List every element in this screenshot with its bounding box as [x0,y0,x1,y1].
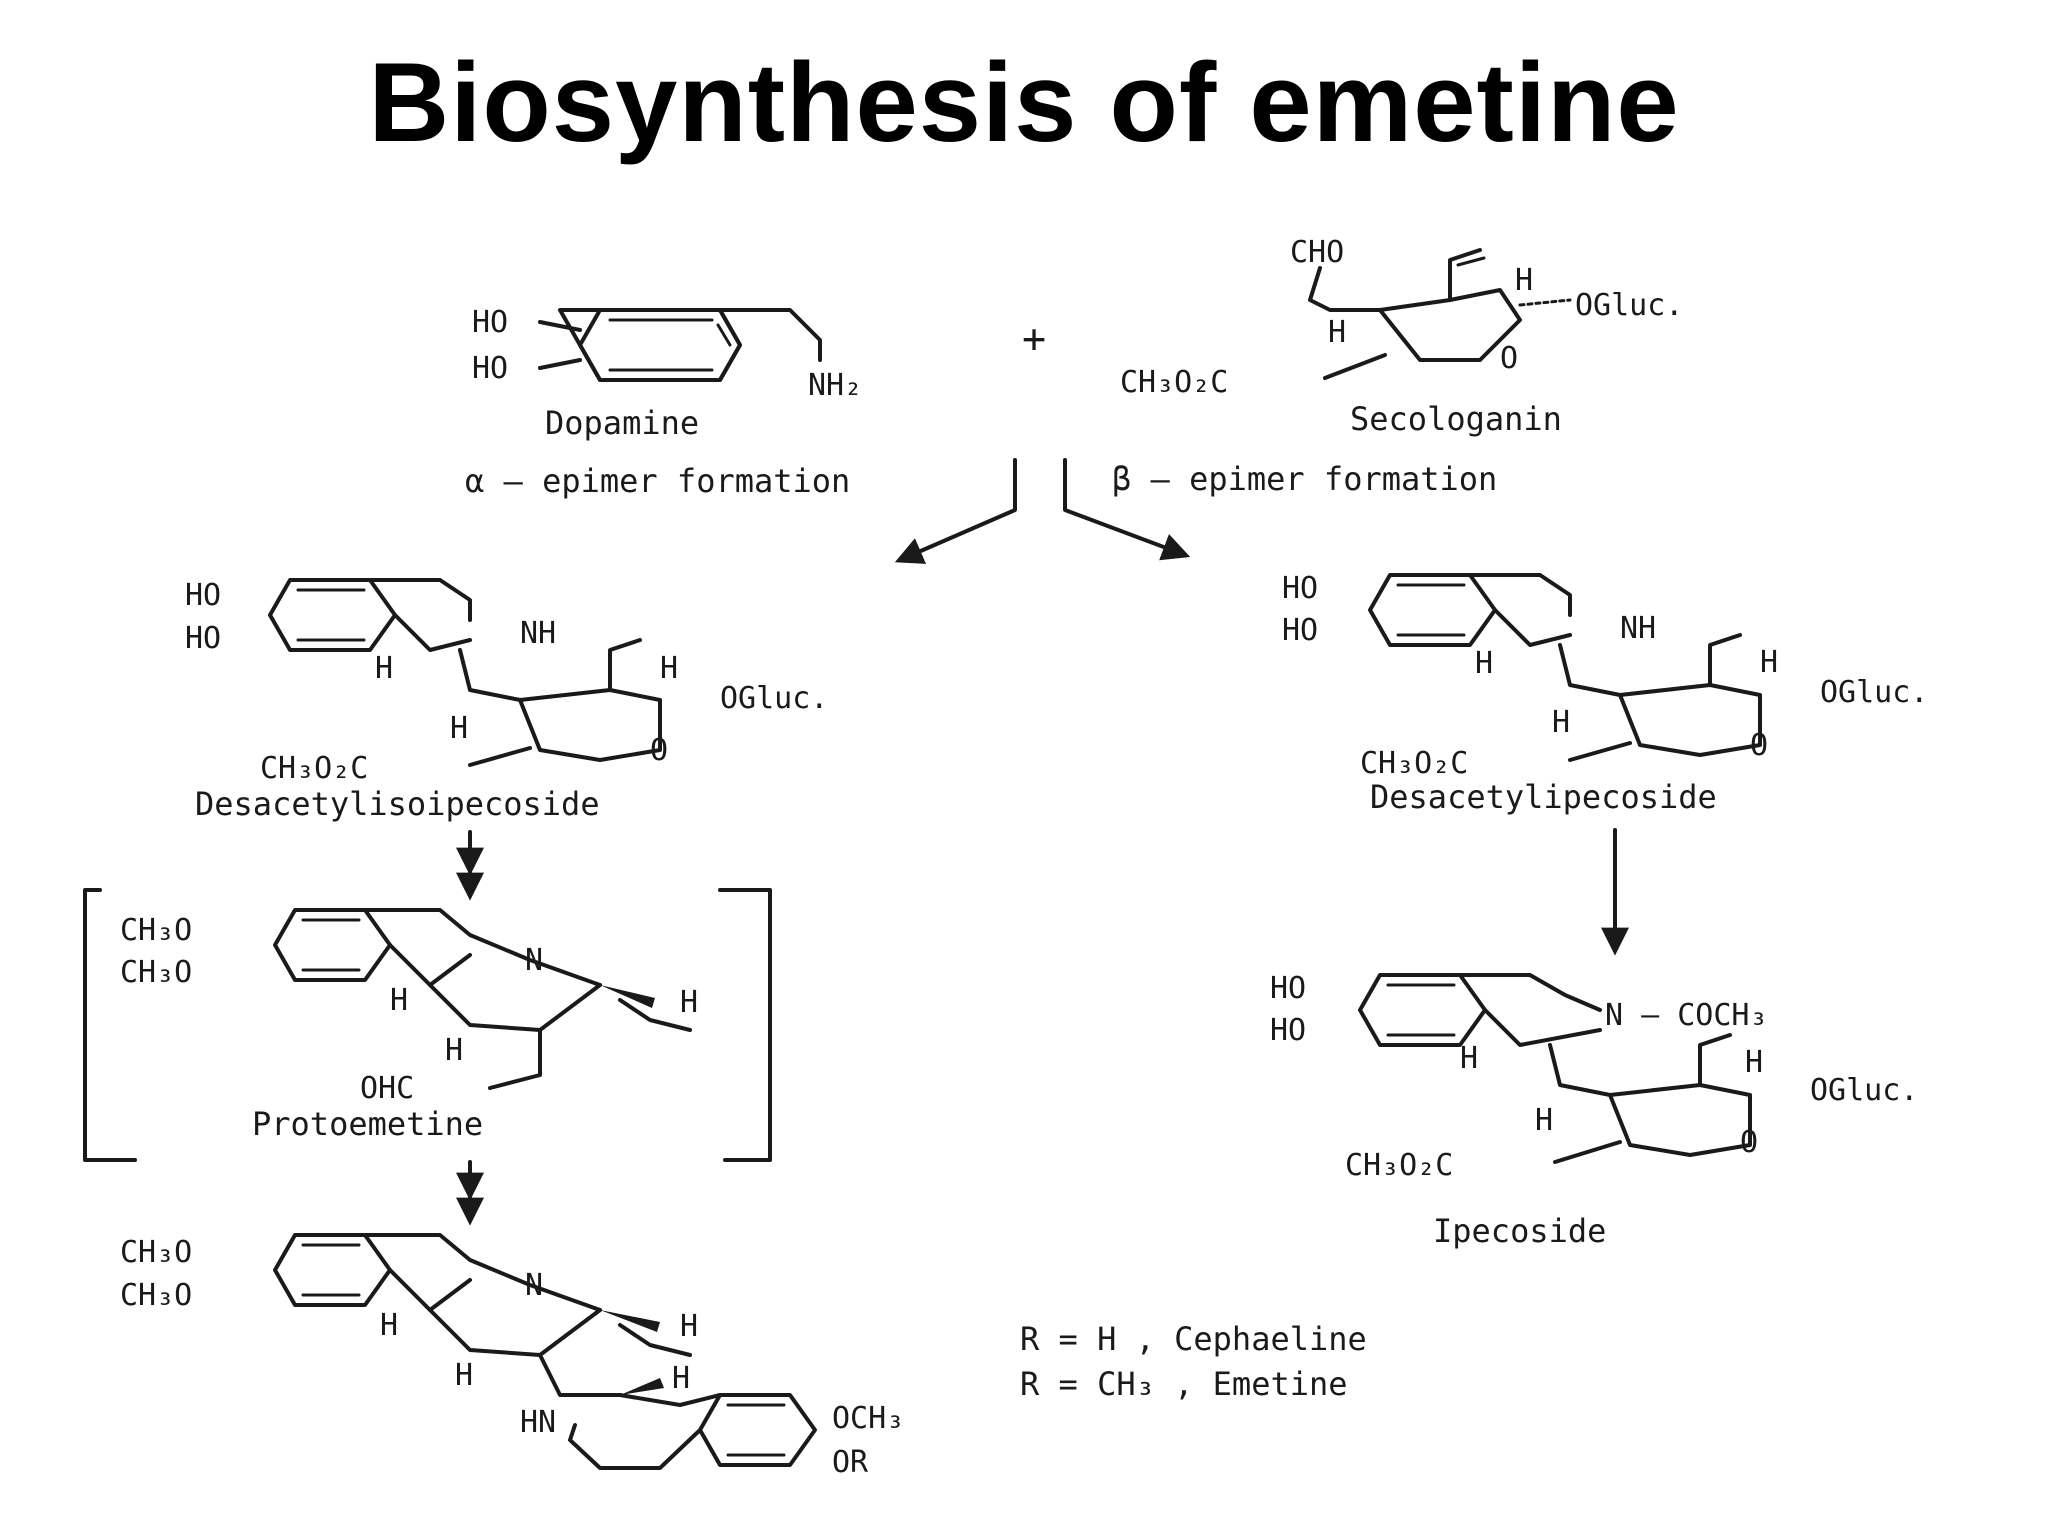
och3-label: OCH₃ [832,1401,904,1436]
h-label: H [390,983,408,1018]
h-label: H [1745,1045,1763,1080]
protoemetine-label: Protoemetine [252,1105,483,1143]
ho-label: HO [472,305,508,340]
ho-label: HO [1270,971,1306,1006]
h-label: H [1552,705,1570,740]
h-label: H [450,711,468,746]
ho-label: HO [185,578,221,613]
emetine-structure: H CH₃O CH₃O N H H H HN OCH₃ OR [120,1233,904,1480]
ho-label: HO [1270,1013,1306,1048]
desacetylisoipecoside-structure: HO HO NH H H OGluc. H O CH₃O₂C Desacetyl… [185,578,828,823]
ester-label: CH₃O₂C [1345,1148,1453,1183]
ogluc-label: OGluc. [720,681,828,716]
ho-label: HO [472,351,508,386]
secologanin-structure: CHO H OGluc. H O CH₃O₂C Secologanin [1120,235,1683,438]
cephaeline-legend: R = H , Cephaeline [1020,1320,1367,1358]
dopamine-label: Dopamine [545,404,699,442]
ester-label: CH₃O₂C [260,751,368,786]
nh2-label: NH₂ [808,368,862,403]
ester-label: CH₃O₂C [1120,365,1228,400]
cho-label: CHO [1290,235,1344,270]
h-label: H [1515,263,1533,298]
page-title: Biosynthesis of emetine [368,40,1680,165]
beta-arrow [1063,458,1191,561]
ohc-label: OHC [360,1071,414,1106]
alpha-arrow [894,458,1017,564]
ho-label: HO [1282,571,1318,606]
o-label: O [1500,341,1518,376]
dopamine-structure: HO HO NH₂ Dopamine [472,305,862,442]
desacetylipecoside-structure: HO HO NH H H OGluc. H O CH₃O₂C Desacetyl… [1282,571,1928,816]
left-bracket [83,888,137,1162]
o-label: O [1750,728,1768,763]
h-label: H [375,651,393,686]
acetyl-label: N – COCH₃ [1605,998,1768,1033]
n-label: N [525,943,543,978]
plus-sign: + [1022,316,1046,362]
ipecoside-structure: HO HO N – COCH₃ H H OGluc. H O CH₃O₂C Ip… [1270,971,1918,1250]
h-label: H [1460,1041,1478,1076]
desacetylisoipecoside-label: Desacetylisoipecoside [195,785,600,823]
hn-label: HN [520,1405,556,1440]
secologanin-label: Secologanin [1350,400,1562,438]
ho-label: HO [185,621,221,656]
desacetylipecoside-label: Desacetylipecoside [1370,778,1717,816]
or-label: OR [832,1445,869,1480]
beta-epimer-label: β – epimer formation [1112,460,1497,498]
h-label: H [1535,1103,1553,1138]
h-label: H [672,1361,690,1396]
h-label: H [1760,645,1778,680]
ch3o-label: CH₃O [120,955,192,990]
emetine-legend: R = CH₃ , Emetine [1020,1365,1348,1403]
protoemetine-structure: H CH₃O CH₃O N H H OHC Protoemetine [120,908,698,1143]
o-label: O [1740,1125,1758,1160]
h-label: H [660,651,678,686]
ester-label: CH₃O₂C [1360,746,1468,781]
ho-label: HO [1282,613,1318,648]
h-label: H [455,1358,473,1393]
ch3o-label: CH₃O [120,1278,192,1313]
ch3o-label: CH₃O [120,1235,192,1270]
h-label: H [680,985,698,1020]
nh-label: NH [520,616,556,651]
alpha-epimer-label: α – epimer formation [465,462,850,500]
ogluc-label: OGluc. [1810,1073,1918,1108]
o-label: O [650,733,668,768]
ipecoside-label: Ipecoside [1433,1212,1606,1250]
h-label: H [445,1033,463,1068]
h-label: H [680,1309,698,1344]
ogluc-label: OGluc. [1575,288,1683,323]
h-label: H [380,1308,398,1343]
h-label: H [1475,646,1493,681]
nh-label: NH [1620,611,1656,646]
right-bracket [718,888,772,1162]
n-label: N [525,1268,543,1303]
h-label: H [1328,315,1346,350]
ogluc-label: OGluc. [1820,675,1928,710]
ch3o-label: CH₃O [120,913,192,948]
